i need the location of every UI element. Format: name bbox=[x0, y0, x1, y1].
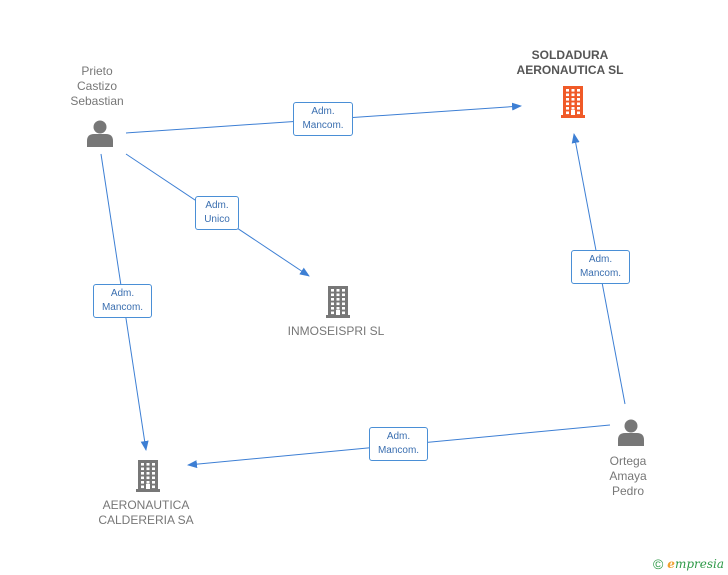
node-prieto[interactable] bbox=[87, 120, 113, 148]
edge-label-prieto-to-aeronautica: Adm. Mancom. bbox=[93, 284, 152, 318]
empresia-logo: empresia bbox=[667, 557, 724, 571]
node-label-soldadura[interactable]: SOLDADURA AERONAUTICA SL bbox=[516, 48, 624, 77]
node-label-prieto[interactable]: Prieto Castizo Sebastian bbox=[70, 64, 124, 108]
edge-label-ortega-to-aeronautica: Adm. Mancom. bbox=[369, 427, 428, 461]
building-icon bbox=[326, 286, 350, 318]
node-ortega[interactable] bbox=[618, 419, 644, 447]
copyright-symbol: © bbox=[652, 556, 664, 572]
building-icon bbox=[561, 86, 585, 118]
edge-label-ortega-to-soldadura: Adm. Mancom. bbox=[571, 250, 630, 284]
node-label-inmoseispri[interactable]: INMOSEISPRI SL bbox=[287, 324, 385, 338]
node-label-aeronautica[interactable]: AERONAUTICA CALDERERIA SA bbox=[98, 498, 194, 527]
footer-brand: © empresia bbox=[653, 556, 724, 572]
node-label-ortega[interactable]: Ortega Amaya Pedro bbox=[609, 454, 647, 498]
node-aeronautica[interactable] bbox=[136, 460, 160, 492]
edge-label-prieto-to-soldadura: Adm. Mancom. bbox=[293, 102, 353, 136]
node-soldadura[interactable] bbox=[561, 86, 585, 118]
building-icon bbox=[136, 460, 160, 492]
node-inmoseispri[interactable] bbox=[326, 286, 350, 318]
person-icon bbox=[87, 120, 113, 147]
edge-label-prieto-to-inmoseispri: Adm. Unico bbox=[195, 196, 239, 230]
person-icon bbox=[618, 419, 644, 446]
